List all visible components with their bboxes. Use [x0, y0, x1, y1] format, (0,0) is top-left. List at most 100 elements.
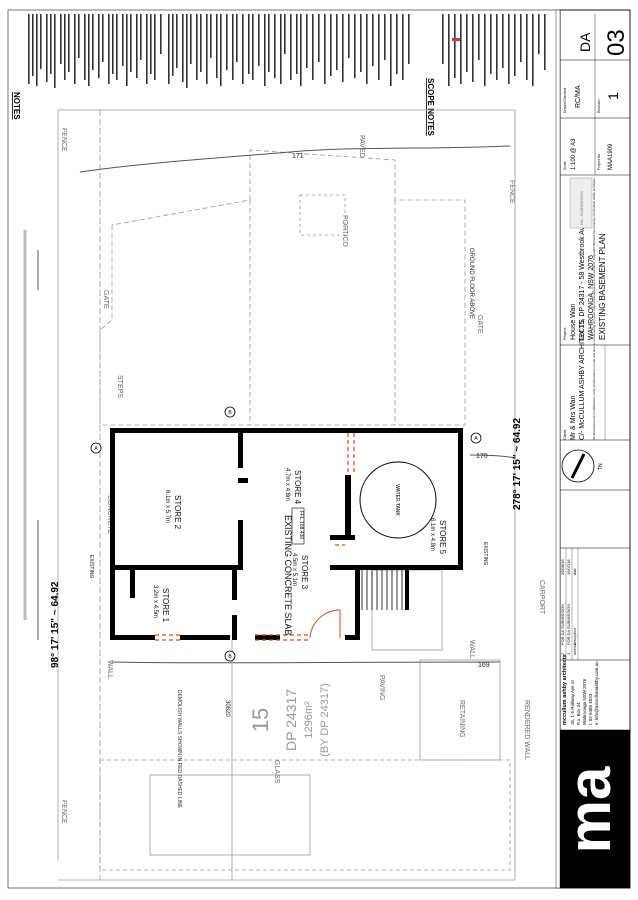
- wall-store3-west-b: [232, 615, 237, 640]
- stair-landing-wall: [405, 570, 409, 610]
- basement-walls: [110, 428, 463, 640]
- wall-store2-east-b: [238, 520, 243, 570]
- lot-number: 15: [248, 708, 273, 732]
- project-address-1: Lot 15, DP 24317 - 58 Westbrook Ave: [579, 223, 586, 340]
- store4-name: STORE 4: [293, 470, 302, 505]
- store3-name: STORE 3: [300, 555, 309, 590]
- retaining-label: RETAINING: [458, 700, 465, 738]
- stage-value: DA: [577, 32, 593, 52]
- north-label: TN: [598, 463, 604, 470]
- drawing-title: EXISTING BASEMENT PLAN: [598, 233, 607, 340]
- wall-south-b: [180, 635, 230, 640]
- store1-name: STORE 1: [161, 588, 170, 623]
- store2-size: 6.1m x 5.7m: [164, 490, 170, 523]
- wall-store3-west: [232, 570, 237, 600]
- svg-text:A: A: [474, 436, 478, 442]
- neighbour-building: [149, 774, 311, 856]
- existing-label-left: EXISTING: [88, 555, 94, 578]
- logo-block: [560, 730, 630, 888]
- firm-address-1: 1b, 1-5 Railway Ave or: [570, 680, 575, 725]
- wall-south-c: [255, 635, 280, 640]
- section-marker-top: [224, 406, 236, 418]
- lot-by: (BY DP 24317): [319, 683, 331, 757]
- rev-row-2-no: 2: [560, 652, 565, 655]
- fence-label: FENCE: [60, 128, 67, 152]
- scale-label: Scale: [563, 161, 567, 170]
- store2-name: STORE 2: [173, 495, 182, 530]
- project-name: House Wan: [570, 304, 577, 340]
- wall-store5-south: [330, 565, 463, 570]
- site-context: [23, 109, 516, 881]
- ffl-box: [291, 507, 305, 545]
- firm-address-5: e: info@mccullumashby.com.au: [594, 661, 599, 725]
- svg-text:A: A: [94, 446, 98, 452]
- wall-north: [110, 428, 462, 433]
- section-marker-left: [90, 442, 102, 454]
- job-value: MAA1909: [608, 143, 614, 170]
- rev-label: Revision: [597, 100, 601, 113]
- bearing-left: 98° 17' 15" ~ 64.92: [50, 581, 61, 668]
- store5-size: 6.1m x 4.8m: [429, 518, 435, 551]
- section-marker-bottom: [224, 650, 236, 662]
- general-notes: NOTES: [12, 14, 410, 120]
- wall-store2-east-a: [238, 433, 243, 468]
- rev-header-amend: amend: [573, 644, 577, 655]
- north-arrow: [561, 449, 595, 483]
- paving-label: PAVING: [378, 675, 385, 700]
- scope-notes-heading: SCOPE NOTES: [426, 78, 435, 136]
- stamp-text: DA - SUBMISSION: [579, 191, 584, 225]
- wall-south-d: [345, 635, 360, 640]
- job-label: Project No: [597, 154, 601, 170]
- store3-size: 4.5m x 5.1m: [291, 553, 297, 586]
- rev-row-1-date: 16/07/18: [566, 559, 571, 575]
- contour-label-171: 171: [292, 153, 304, 160]
- contour-label-169: 169: [478, 662, 490, 669]
- firm-name: mccullum ashby architects: [562, 654, 568, 725]
- drawn-label: Drawn/Checked: [563, 88, 567, 113]
- wall-label-left: WALL: [106, 660, 113, 679]
- contour-170: [469, 454, 516, 459]
- portico-label: PORTICO: [341, 215, 348, 247]
- contour-label-170: 170: [476, 453, 488, 460]
- wall-store4-east: [345, 475, 351, 540]
- portico-outline: [299, 194, 346, 236]
- existing-label-right: EXISTING: [482, 542, 488, 565]
- gate-label-right: GATE: [476, 315, 483, 334]
- wall-store1-north: [110, 565, 238, 570]
- copyright-note: All dimensions are in millimetres, verif…: [592, 177, 596, 440]
- notes-heading: NOTES: [12, 92, 21, 120]
- lot-dp: DP 24317: [283, 689, 299, 751]
- firm-address-2: P.o. Box 34: [576, 702, 581, 725]
- rev-header-desc: description: [573, 628, 577, 645]
- svg-text:B: B: [228, 654, 232, 660]
- fence-label-right: FENCE: [508, 180, 515, 204]
- door-swing: [309, 609, 341, 639]
- sheet-number: 03: [603, 29, 630, 56]
- drawn-value: RC/MA: [575, 85, 582, 108]
- scale-value: 1:100 @ A3: [571, 138, 577, 170]
- wall-store1-pier: [130, 568, 135, 598]
- rendered-wall-label: RENDERED WALL: [523, 700, 530, 760]
- contour-171: [79, 145, 511, 173]
- water-tank: [359, 461, 437, 539]
- firm-address-4: t: 02 9489 4033: [588, 693, 593, 725]
- wall-east: [458, 428, 463, 570]
- svg-text:B: B: [228, 410, 232, 416]
- client-name: Mr & Mrs Wan: [570, 395, 577, 440]
- logo: ma: [556, 766, 623, 853]
- client-label: Client: [562, 429, 567, 440]
- wall-label: WALL: [468, 640, 475, 659]
- rev-row-1-desc: FOR DA SUBMISSION: [566, 604, 571, 645]
- demolish-note: DEMOLISH WALLS SHOWN IN RED DASHED LINE: [176, 690, 182, 809]
- concrete-label: CONCRETE: [106, 495, 113, 535]
- fence-label-bottom: FENCE: [60, 800, 67, 824]
- lot-area: 1296m²: [303, 701, 315, 739]
- stair-treads: [361, 570, 403, 610]
- rev-row-2-desc: FOR DA SUBMISSION: [560, 604, 565, 645]
- submission-stamp: [569, 177, 593, 229]
- rev-header-date: date: [573, 568, 577, 575]
- paved-label: PAVED: [358, 135, 365, 158]
- water-tank-label: WATER TANK: [394, 484, 400, 516]
- title-block: ma mccullum ashby architects 1b, 1-5 Rai…: [555, 9, 631, 889]
